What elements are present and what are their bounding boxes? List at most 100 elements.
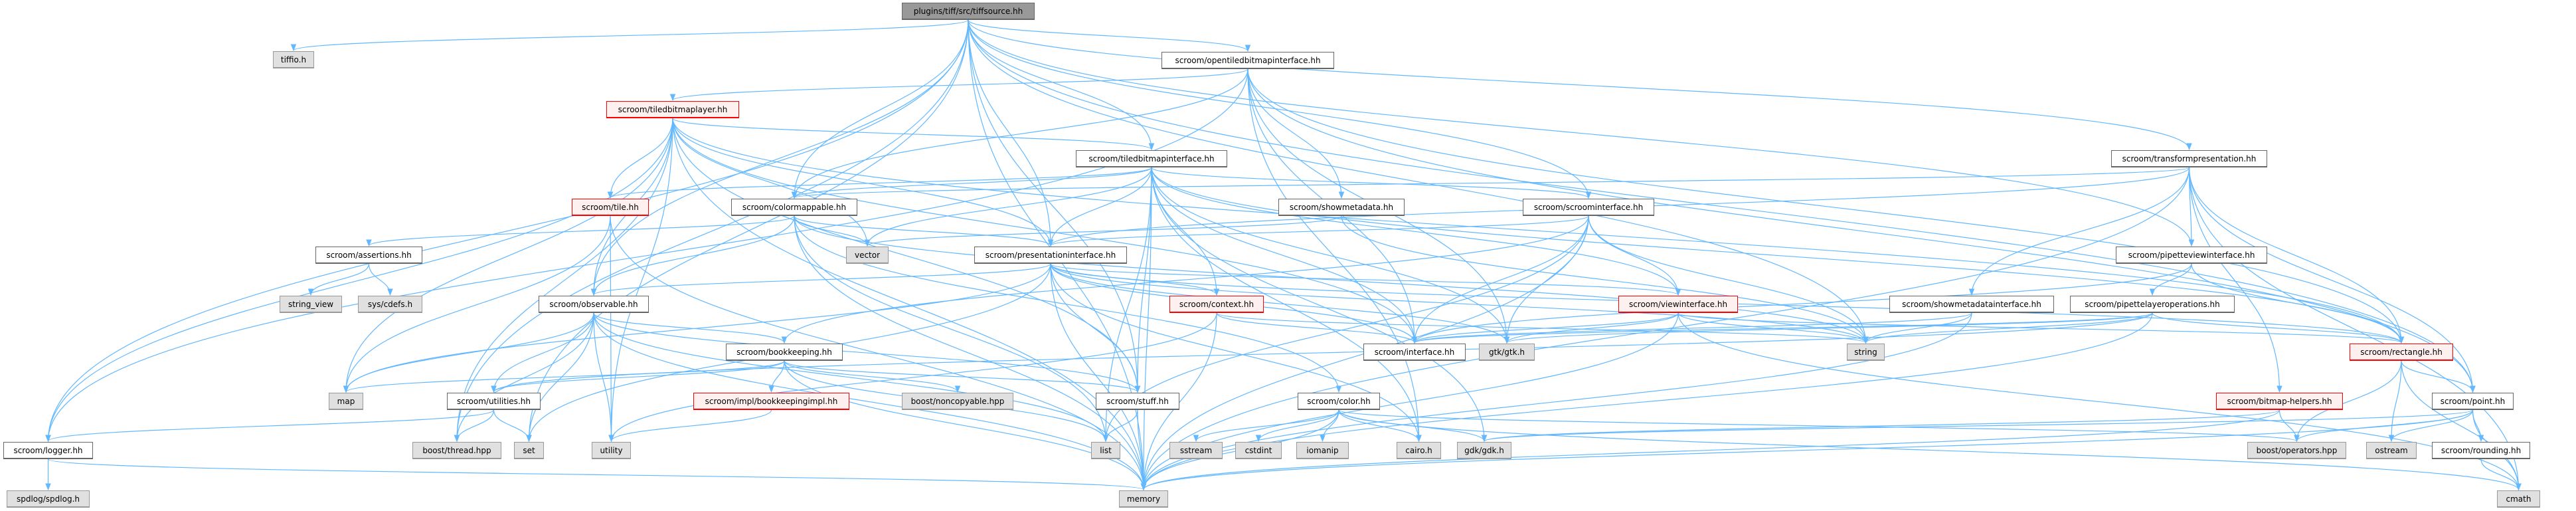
- node-pipetteops[interactable]: scroom/pipettelayeroperations.hh: [2070, 296, 2235, 313]
- node-bkimpl[interactable]: scroom/impl/bookkeepingimpl.hh: [693, 393, 849, 410]
- edge-viewif-to-interface: [1411, 312, 1679, 344]
- edge-transform-to-rectangle: [2188, 167, 2405, 344]
- node-memory[interactable]: memory: [1119, 490, 1168, 508]
- edge-colormappable-to-assertions: [366, 215, 795, 247]
- edge-rectangle-to-operators: [2294, 360, 2402, 443]
- edge-pipetteview-to-rectangle: [2191, 263, 2405, 344]
- edge-opentiled-to-tiledlayer: [670, 68, 1248, 102]
- edge-scroomif-to-gtk: [1503, 215, 1589, 344]
- node-list[interactable]: list: [1091, 442, 1120, 459]
- node-spdlog[interactable]: spdlog/spdlog.h: [7, 490, 90, 508]
- node-iomanip[interactable]: iomanip: [1296, 442, 1349, 459]
- edge-pipetteops-to-string: [1863, 312, 2153, 344]
- node-presentationif[interactable]: scroom/presentationinterface.hh: [974, 247, 1127, 264]
- node-cstdint[interactable]: cstdint: [1235, 442, 1282, 459]
- edge-showmetaif-to-interface: [1412, 312, 1972, 344]
- edge-tiffsource-to-logger: [45, 19, 969, 443]
- node-tile[interactable]: scroom/tile.hh: [572, 199, 649, 216]
- node-map[interactable]: map: [329, 393, 363, 410]
- edge-transform-to-showmetaif: [1968, 167, 2190, 296]
- node-opentiled[interactable]: scroom/opentiledbitmapinterface.hh: [1161, 52, 1334, 69]
- node-color[interactable]: scroom/color.hh: [1298, 393, 1380, 410]
- edge-context-to-interface: [1216, 312, 1418, 344]
- edge-observable-to-map: [343, 312, 594, 393]
- node-tiledlayer[interactable]: scroom/tiledbitmaplayer.hh: [606, 101, 739, 118]
- node-context[interactable]: scroom/context.hh: [1169, 296, 1264, 313]
- node-stuff[interactable]: scroom/stuff.hh: [1096, 393, 1179, 410]
- node-viewif[interactable]: scroom/viewinterface.hh: [1618, 296, 1738, 313]
- edge-tiledif-to-cairo: [1151, 167, 1422, 443]
- node-tiffio[interactable]: tiffio.h: [273, 51, 314, 68]
- edge-presentationif-to-cairo: [1050, 263, 1422, 443]
- node-rectangle[interactable]: scroom/rectangle.hh: [2350, 344, 2453, 361]
- edge-tiffsource-to-stuff: [968, 19, 1141, 393]
- node-tiffsource[interactable]: plugins/tiff/src/tiffsource.hh: [902, 3, 1035, 20]
- edge-colormappable-to-presentationif: [794, 215, 1054, 247]
- node-sstream[interactable]: sstream: [1169, 442, 1223, 459]
- edge-bookkeeping-to-memory: [784, 360, 1147, 491]
- node-logger[interactable]: scroom/logger.hh: [3, 442, 93, 459]
- node-cairo[interactable]: cairo.h: [1397, 442, 1441, 459]
- edge-bitmaphelpers-to-operators: [2278, 409, 2300, 443]
- node-observable[interactable]: scroom/observable.hh: [539, 296, 649, 313]
- edge-opentiled-to-showmetadata: [1247, 68, 1345, 199]
- edge-context-to-memory: [1140, 312, 1217, 491]
- edge-pipetteops-to-rectangle: [2152, 312, 2405, 344]
- edge-tiledif-to-colormappable: [791, 167, 1152, 199]
- edge-colormappable-to-string: [794, 215, 1869, 344]
- node-colormappable[interactable]: scroom/colormappable.hh: [731, 199, 857, 216]
- node-bookkeeping[interactable]: scroom/bookkeeping.hh: [726, 344, 843, 361]
- node-vector[interactable]: vector: [846, 247, 889, 264]
- node-utility[interactable]: utility: [592, 442, 631, 459]
- node-transform[interactable]: scroom/transformpresentation.hh: [2111, 150, 2267, 167]
- edge-observable-to-memory: [593, 312, 1147, 491]
- edge-tiffsource-to-set: [526, 19, 969, 443]
- node-interface[interactable]: scroom/interface.hh: [1363, 344, 1466, 361]
- edge-bkimpl-to-utility: [608, 409, 772, 443]
- node-cdefs[interactable]: sys/cdefs.h: [358, 296, 422, 313]
- edge-showmetaif-to-memory: [1140, 312, 1972, 491]
- node-tiledif[interactable]: scroom/tiledbitmapinterface.hh: [1076, 150, 1227, 167]
- node-noncopyable[interactable]: boost/noncopyable.hpp: [902, 393, 1013, 410]
- node-point[interactable]: scroom/point.hh: [2432, 393, 2514, 410]
- node-gdk[interactable]: gdk/gdk.h: [1457, 442, 1511, 459]
- edge-tiffsource-to-string: [968, 19, 1869, 344]
- edge-opentiled-to-cairo: [1247, 68, 1422, 443]
- node-gtk[interactable]: gtk/gtk.h: [1479, 344, 1535, 361]
- node-assertions[interactable]: scroom/assertions.hh: [315, 247, 422, 264]
- edge-bitmaphelpers-to-gdk: [1482, 409, 2280, 443]
- edge-tiffsource-to-tiffio: [291, 19, 969, 52]
- edge-showmetadata-to-string: [1341, 215, 1869, 344]
- edge-viewif-to-rectangle: [1677, 312, 2404, 344]
- node-ostream[interactable]: ostream: [2366, 442, 2417, 459]
- edge-tiffsource-to-point: [968, 19, 2476, 393]
- node-pipetteview[interactable]: scroom/pipetteviewinterface.hh: [2116, 247, 2267, 264]
- edge-pipetteops-to-memory: [1140, 312, 2153, 491]
- node-thread[interactable]: boost/thread.hpp: [412, 442, 501, 459]
- edge-colormappable-to-observable: [590, 215, 795, 296]
- node-bitmaphelpers[interactable]: scroom/bitmap-helpers.hh: [2216, 393, 2343, 410]
- edge-observable-to-list: [593, 312, 1109, 443]
- node-set[interactable]: set: [514, 442, 544, 459]
- edge-tiffsource-to-presentationif: [968, 19, 1054, 247]
- edge-tiffsource-to-opentiled: [968, 19, 1251, 52]
- edge-tiledlayer-to-rectangle: [672, 118, 2405, 344]
- node-cmath[interactable]: cmath: [2497, 490, 2540, 508]
- edge-tiledlayer-to-tile: [607, 118, 673, 199]
- node-string_view[interactable]: string_view: [280, 296, 342, 313]
- node-rounding[interactable]: scroom/rounding.hh: [2432, 442, 2530, 459]
- node-showmetaif[interactable]: scroom/showmetadatainterface.hh: [1889, 296, 2054, 313]
- edge-color-to-cairo: [1338, 409, 1422, 443]
- edge-scroomif-to-viewif: [1588, 215, 1681, 296]
- edge-scroomif-to-interface: [1411, 215, 1589, 344]
- edge-bookkeeping-to-utilities: [491, 360, 785, 393]
- node-string[interactable]: string: [1847, 344, 1885, 361]
- edge-tiledif-to-gtk: [1151, 167, 1510, 344]
- node-operators[interactable]: boost/operators.hpp: [2247, 442, 2346, 459]
- node-showmetadata[interactable]: scroom/showmetadata.hh: [1278, 199, 1405, 216]
- node-scroomif[interactable]: scroom/scroominterface.hh: [1523, 199, 1654, 216]
- edge-tiledif-to-scroomif: [1151, 167, 1592, 199]
- edge-bookkeeping-to-stuff: [784, 360, 1141, 393]
- node-utilities[interactable]: scroom/utilities.hh: [447, 393, 541, 410]
